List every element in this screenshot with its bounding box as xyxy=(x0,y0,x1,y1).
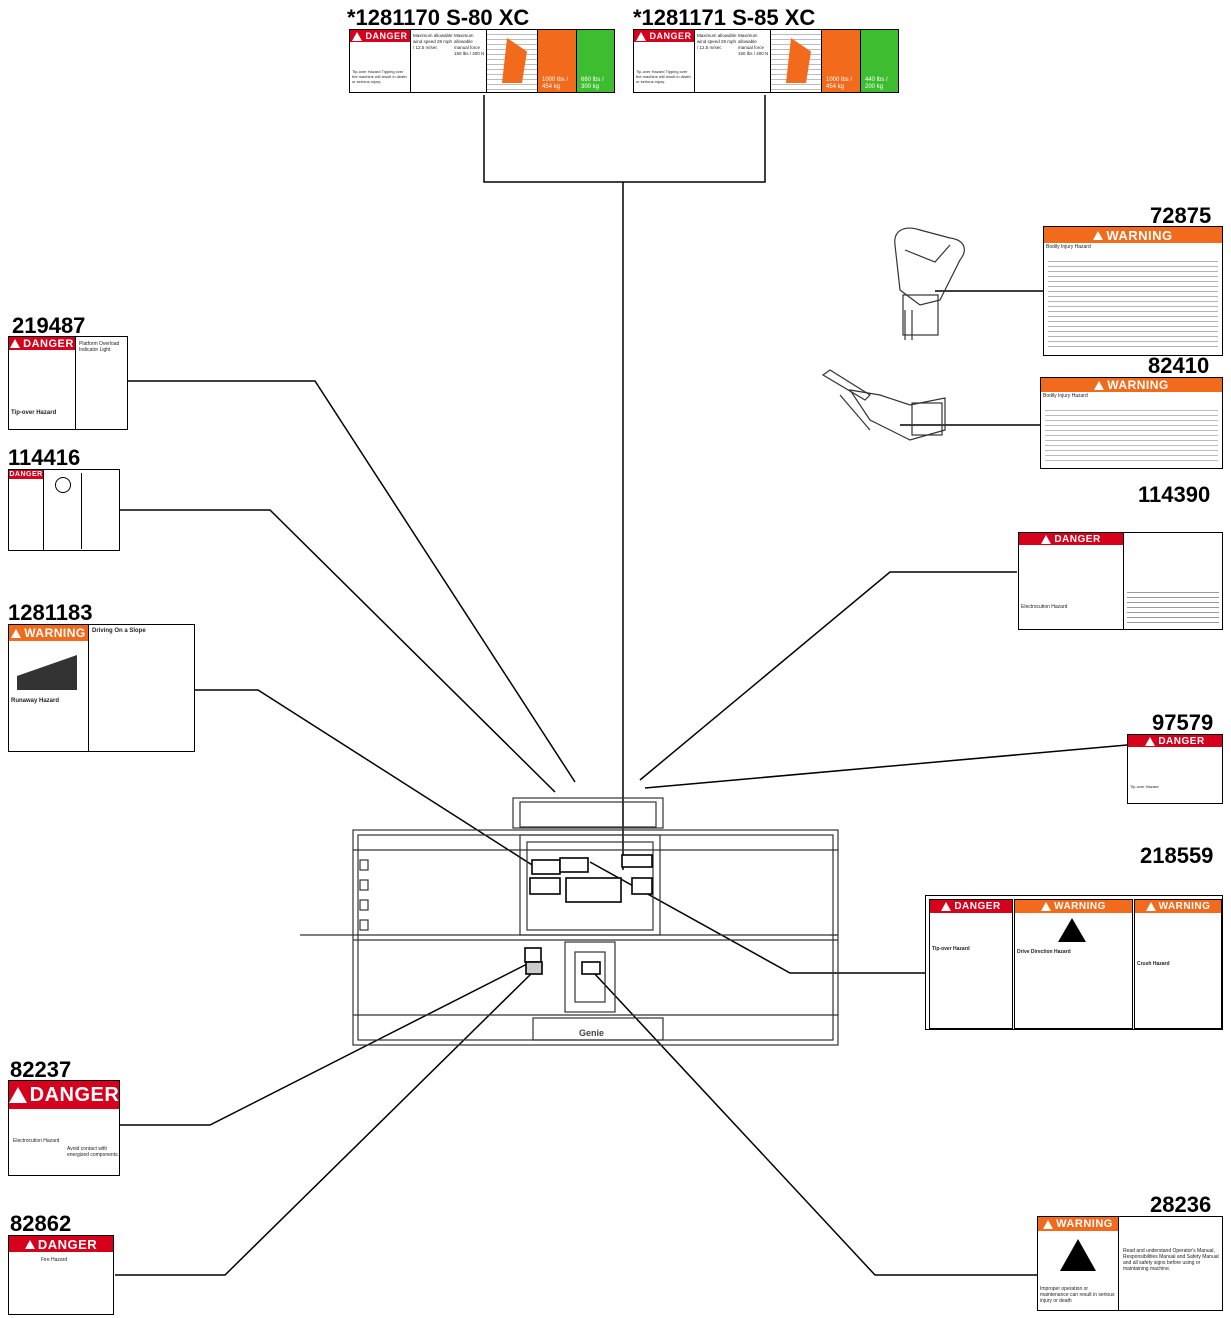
danger-header: DANGER xyxy=(9,1236,113,1252)
overload-title: Platform Overload Indicator Light xyxy=(79,341,120,353)
panel-crush: WARNING Crush Hazard xyxy=(1134,899,1222,1029)
label-82237: 82237 xyxy=(10,1057,72,1082)
danger-header: DANGER xyxy=(634,30,694,42)
panel-tipover: DANGER Tip-over Hazard xyxy=(929,899,1013,1029)
basket-sketch xyxy=(894,227,965,340)
avoid-text: Avoid contact with energized components. xyxy=(67,1146,119,1158)
hazard-text: Bodily Injury Hazard xyxy=(1043,393,1088,399)
runaway-text: Runaway Hazard xyxy=(11,698,60,704)
label-72875: 72875 xyxy=(1150,203,1212,228)
decal-1281171: DANGER Tip-over Hazard Tipping over the … xyxy=(633,29,899,93)
label-219487: 219487 xyxy=(12,313,86,338)
danger-header: DANGER xyxy=(9,470,43,479)
capacity-660: 660 lbs / 300 kg xyxy=(576,30,614,92)
wind-text: Maximum allowable wind speed 28 mph / 12… xyxy=(697,33,737,50)
electrocution-text: Electrocution Hazard xyxy=(13,1138,60,1144)
alert-triangle-icon xyxy=(1060,1239,1096,1271)
wind-text: Maximum allowable wind speed 28 mph / 12… xyxy=(413,33,453,50)
danger-header: DANGER xyxy=(350,30,410,42)
leader-82862 xyxy=(115,969,536,1276)
label-218559: 218559 xyxy=(1140,843,1214,868)
leader-28236 xyxy=(592,971,1037,1276)
leader-114390 xyxy=(639,571,1017,781)
read-manual-text: Read and understand Operator's Manual, R… xyxy=(1123,1248,1219,1272)
warning-header: WARNING xyxy=(1038,1217,1118,1231)
danger-header: DANGER xyxy=(1128,735,1222,747)
cradle-sketch xyxy=(821,369,946,441)
decal-219487: DANGER Tip-over Hazard Platform Overload… xyxy=(8,336,128,430)
leader-114416 xyxy=(120,509,556,793)
panel-drive-direction: WARNING Drive Direction Hazard xyxy=(1014,899,1133,1029)
decal-72875: WARNING Bodily Injury Hazard xyxy=(1043,226,1223,356)
decal-82862: DANGER Fire Hazard xyxy=(8,1235,114,1315)
label-114390: 114390 xyxy=(1138,482,1211,507)
label-97579: 97579 xyxy=(1152,710,1214,735)
clearance-table xyxy=(1127,588,1219,626)
capacity-1000: 1000 lbs / 454 kg xyxy=(537,30,576,92)
envelope-chart xyxy=(770,30,821,92)
label-114416: 114416 xyxy=(8,445,81,470)
warning-header: WARNING xyxy=(1044,227,1222,243)
envelope-chart xyxy=(486,30,537,92)
danger-header: DANGER xyxy=(9,337,75,350)
decal-82410: WARNING Bodily Injury Hazard xyxy=(1040,377,1223,469)
decal-218559: DANGER Tip-over Hazard WARNING Drive Dir… xyxy=(925,895,1223,1030)
decal-97579: DANGER Tip-over Hazard xyxy=(1127,734,1223,804)
label-1281183: 1281183 xyxy=(8,600,93,625)
tipover-text: Tip-over Hazard xyxy=(11,410,57,416)
electrocution-text: Electrocution Hazard xyxy=(1021,604,1068,610)
platform-drawing xyxy=(300,797,839,1046)
label-82410: 82410 xyxy=(1148,353,1210,378)
tipover-text: Tip-over Hazard Tipping over the machine… xyxy=(636,69,691,84)
leader-82237 xyxy=(120,959,536,1126)
decal-114416: DANGER xyxy=(8,469,120,551)
label-1281170: *1281170 S-80 XC xyxy=(347,5,530,30)
warning-header: WARNING xyxy=(9,625,88,641)
tipover-text: Tip-over Hazard Tipping over the machine… xyxy=(352,69,407,84)
danger-header: DANGER xyxy=(9,1081,119,1109)
decal-1281183: WARNING Runaway Hazard Driving On a Slop… xyxy=(8,624,195,752)
tipover-text: Tip-over Hazard xyxy=(1130,784,1159,789)
danger-header: DANGER xyxy=(1019,533,1123,545)
decal-28236: WARNING Improper operation or maintenanc… xyxy=(1037,1216,1223,1311)
fire-text: Fire Hazard xyxy=(41,1257,68,1263)
warning-header: WARNING xyxy=(1041,378,1222,392)
leader-1281183 xyxy=(195,689,541,871)
force-text: Maximum allowable manual force 150 lbs /… xyxy=(738,33,769,56)
improper-text: Improper operation or maintenance can re… xyxy=(1040,1286,1115,1304)
label-82862: 82862 xyxy=(10,1211,72,1236)
slope-heading: Driving On a Slope xyxy=(92,628,146,634)
hazard-text: Bodily Injury Hazard xyxy=(1046,244,1091,250)
decal-114390: DANGER Electrocution Hazard xyxy=(1018,532,1223,630)
label-28236: 28236 xyxy=(1150,1192,1212,1217)
capacity-1000: 1000 lbs / 454 kg xyxy=(821,30,860,92)
decal-1281170: DANGER Tip-over Hazard Tipping over the … xyxy=(349,29,615,93)
leader-top xyxy=(483,95,766,183)
leader-218559 xyxy=(589,861,925,974)
leader-97579 xyxy=(644,744,1128,789)
force-text: Maximum allowable manual force 150 lbs /… xyxy=(454,33,485,56)
capacity-440: 440 lbs / 200 kg xyxy=(860,30,898,92)
decal-82237: DANGER Electrocution Hazard Avoid contac… xyxy=(8,1080,120,1176)
genie-mark: Genie xyxy=(579,1028,605,1038)
leader-219487 xyxy=(128,380,576,783)
label-1281171: *1281171 S-85 XC xyxy=(633,5,816,30)
